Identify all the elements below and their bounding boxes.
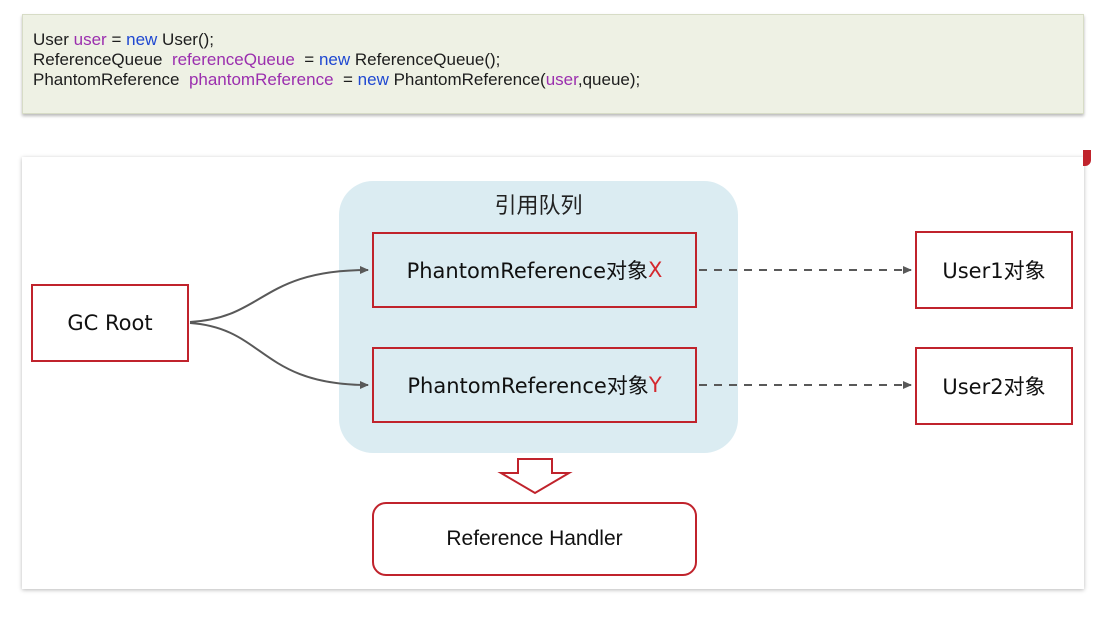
code-keyword: new [357,70,389,89]
code-line-1: User user = new User(); [33,30,1073,50]
reference-handler-label: Reference Handler [446,527,623,550]
code-argument: user [545,70,578,89]
code-expression: User(); [162,30,214,49]
user1-object-label: User1对象 [942,259,1046,283]
user1-object-node: User1对象 [915,231,1073,309]
user2-object-label: User2对象 [942,375,1046,399]
code-snippet: User user = new User(); ReferenceQueue r… [22,14,1084,114]
code-keyword: new [126,30,158,49]
user2-object-node: User2对象 [915,347,1073,425]
code-variable: referenceQueue [171,50,295,69]
code-expression: PhantomReference( [393,70,546,89]
code-type: ReferenceQueue [33,50,163,69]
phantom-reference-y-label: PhantomReference对象 [407,374,649,398]
code-line-3: PhantomReference phantomReference = new … [33,70,1073,90]
code-variable: phantomReference [188,70,334,89]
code-type: PhantomReference [33,70,180,89]
code-expression: ReferenceQueue(); [354,50,501,69]
gc-root-label: GC Root [67,311,153,335]
phantom-reference-x-letter: X [648,258,663,282]
phantom-reference-x-label: PhantomReference对象 [406,259,649,283]
corner-marker [1083,150,1091,166]
reference-queue-label: 引用队列 [494,194,583,219]
code-line-2: ReferenceQueue referenceQueue = new Refe… [33,50,1073,70]
code-variable: user [73,30,107,49]
reference-handler-node: Reference Handler [372,502,697,576]
gc-root-node: GC Root [31,284,189,362]
code-expression-end: ,queue); [577,70,641,89]
code-type: User [33,30,69,49]
code-operator: = [111,30,122,49]
code-operator: = [342,70,353,89]
code-operator: = [304,50,315,69]
code-keyword: new [318,50,351,69]
phantom-reference-y-letter: Y [648,373,662,397]
